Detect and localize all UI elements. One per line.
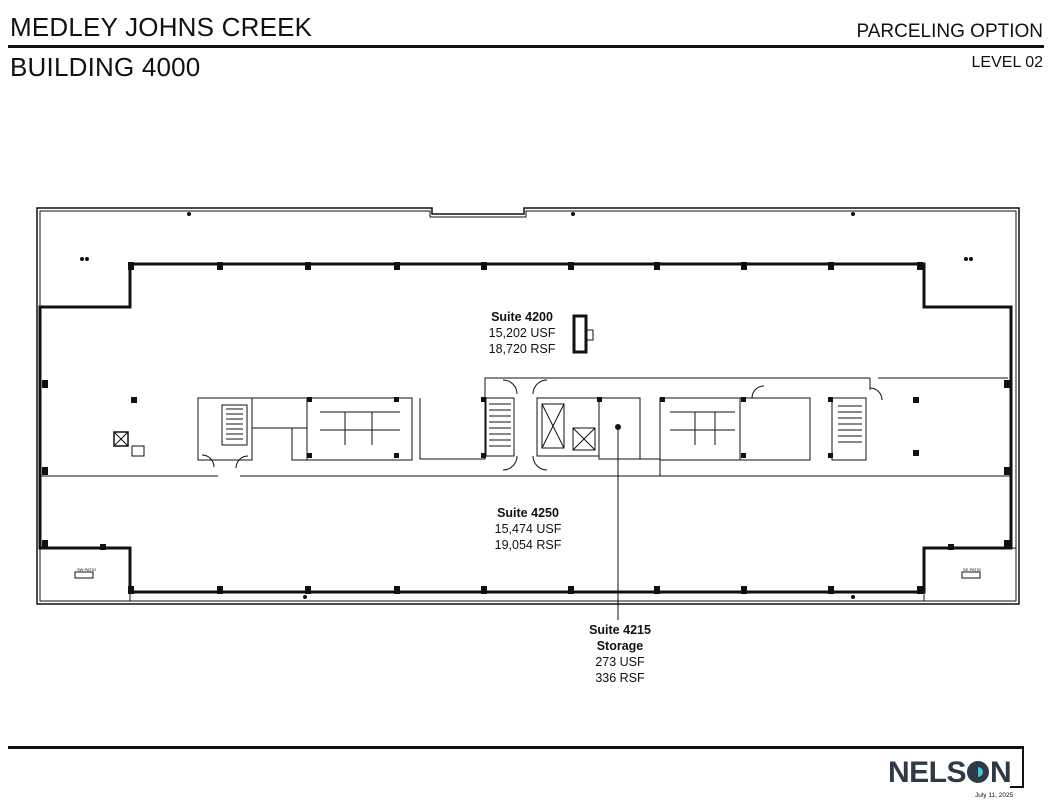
- footer-rule: [8, 746, 1024, 749]
- suite-4250-label: Suite 4250 15,474 USF 19,054 RSF: [468, 505, 588, 553]
- suite-4215-label: Suite 4215 Storage 273 USF 336 RSF: [560, 622, 680, 686]
- project-title: MEDLEY JOHNS CREEK: [10, 12, 313, 42]
- suite-usf: 273 USF: [595, 655, 645, 669]
- building-title: BUILDING 4000: [10, 52, 201, 82]
- right-restrooms: [659, 397, 741, 461]
- sw-patio: [39, 547, 131, 602]
- suite-name: Suite 4215: [589, 623, 651, 637]
- suite-usf: 15,202 USF: [488, 326, 556, 340]
- left-restrooms: [306, 397, 413, 461]
- logo-text-end: N: [990, 756, 1012, 789]
- option-label: PARCELING OPTION: [856, 21, 1043, 42]
- suite-rsf: 18,720 RSF: [488, 342, 556, 356]
- shaft: [572, 314, 588, 354]
- se-patio-label: SE PATIO: [963, 567, 981, 572]
- elevator-bank: [536, 397, 600, 457]
- equipment-box: [113, 431, 129, 447]
- columns: [42, 212, 1010, 599]
- suite-name: Suite 4200: [491, 310, 553, 324]
- building-outline: [36, 207, 1020, 605]
- header-rule: [8, 45, 1044, 48]
- footer-rule-foot: [1010, 786, 1024, 788]
- right-stair-core: [831, 397, 867, 461]
- footer-rule-tick: [1022, 746, 1024, 788]
- suite-rsf: 336 RSF: [595, 671, 645, 685]
- level-label: LEVEL 02: [971, 54, 1043, 71]
- center-stair: [485, 397, 515, 457]
- suite-name: Suite 4250: [497, 506, 559, 520]
- suite-usf: 15,474 USF: [494, 522, 562, 536]
- logo-text-start: NELS: [888, 756, 967, 789]
- suite-rsf: 19,054 RSF: [494, 538, 562, 552]
- storage-room: [598, 397, 641, 460]
- se-patio: [923, 547, 1017, 602]
- suite-use: Storage: [596, 639, 644, 653]
- nelson-logo: NELS N: [888, 756, 1012, 790]
- sw-patio-label: SW PATIO: [77, 567, 96, 572]
- plan-date: July 11, 2025: [975, 792, 1014, 799]
- logo-o-icon: [967, 761, 990, 783]
- left-stair-core: [197, 397, 253, 461]
- suite-4200-label: Suite 4200 15,202 USF 18,720 RSF: [462, 309, 582, 357]
